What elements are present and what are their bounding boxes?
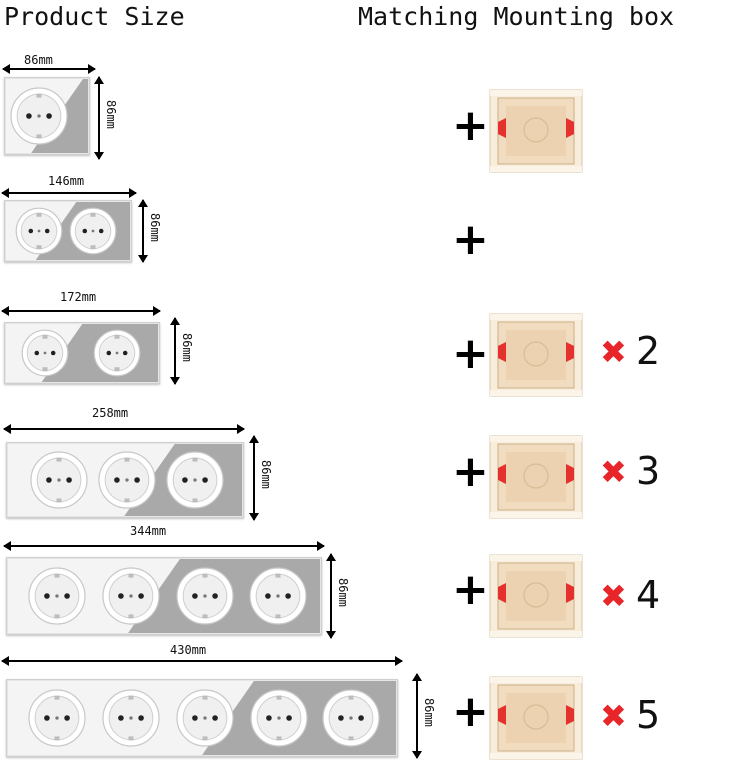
times-icon: ✖ <box>600 453 627 491</box>
times-icon: ✖ <box>600 577 627 615</box>
plus-icon: + <box>452 214 489 265</box>
width-dimension-line <box>1 656 403 666</box>
product-size-heading: Product Size <box>4 2 185 31</box>
width-dimension-line <box>3 424 245 434</box>
height-label: 86mm <box>104 100 118 129</box>
matching-box-heading: Matching Mounting box <box>358 2 675 31</box>
width-dimension-line <box>3 541 325 551</box>
plus-icon: + <box>452 328 489 379</box>
height-dimension-line <box>249 435 259 521</box>
times-icon: ✖ <box>600 697 627 735</box>
height-dimension-line <box>412 673 422 759</box>
height-label: 86mm <box>259 460 273 489</box>
socket-icon <box>176 689 234 747</box>
plus-icon: + <box>452 446 489 497</box>
socket-icon <box>93 329 141 377</box>
height-dimension-line <box>94 76 104 160</box>
plus-icon: + <box>452 564 489 615</box>
socket-icon <box>69 207 117 255</box>
width-label: 430mm <box>170 643 207 657</box>
socket-icon <box>28 567 86 625</box>
socket-panel <box>6 557 322 635</box>
width-label: 146mm <box>48 174 85 188</box>
width-dimension-line <box>1 188 137 198</box>
mounting-box-icon <box>488 675 584 761</box>
socket-panel <box>6 442 244 518</box>
socket-icon <box>176 567 234 625</box>
socket-icon <box>102 567 160 625</box>
mounting-box-icon <box>488 88 584 174</box>
socket-icon <box>30 451 88 509</box>
socket-icon <box>102 689 160 747</box>
height-dimension-line <box>170 317 180 385</box>
socket-icon <box>15 207 63 255</box>
socket-panel <box>4 200 132 262</box>
socket-icon <box>250 689 308 747</box>
width-label: 258mm <box>92 406 129 420</box>
height-label: 86mm <box>148 213 162 242</box>
socket-icon <box>166 451 224 509</box>
height-label: 86mm <box>180 333 194 362</box>
height-label: 86mm <box>336 578 350 607</box>
width-label: 172mm <box>60 290 97 304</box>
width-dimension-line <box>1 306 161 316</box>
plus-icon: + <box>452 686 489 737</box>
socket-icon <box>322 689 380 747</box>
height-label: 86mm <box>422 698 436 727</box>
socket-icon <box>10 87 68 145</box>
box-count: 5 <box>636 693 661 737</box>
socket-icon <box>249 567 307 625</box>
mounting-box-icon <box>488 434 584 520</box>
socket-icon <box>21 329 69 377</box>
socket-icon <box>28 689 86 747</box>
mounting-box-icon <box>488 312 584 398</box>
box-count: 4 <box>636 573 661 617</box>
socket-panel <box>4 77 90 155</box>
socket-icon <box>98 451 156 509</box>
box-count: 3 <box>636 449 661 493</box>
mounting-box-icon <box>488 553 584 639</box>
width-label: 344mm <box>130 524 167 538</box>
width-dimension-line <box>2 64 96 74</box>
times-icon: ✖ <box>600 333 627 371</box>
height-dimension-line <box>138 199 148 263</box>
box-count: 2 <box>636 329 661 373</box>
height-dimension-line <box>326 553 336 639</box>
socket-panel <box>6 679 398 757</box>
plus-icon: + <box>452 100 489 151</box>
width-label: 86mm <box>24 53 53 67</box>
socket-panel <box>4 322 160 384</box>
